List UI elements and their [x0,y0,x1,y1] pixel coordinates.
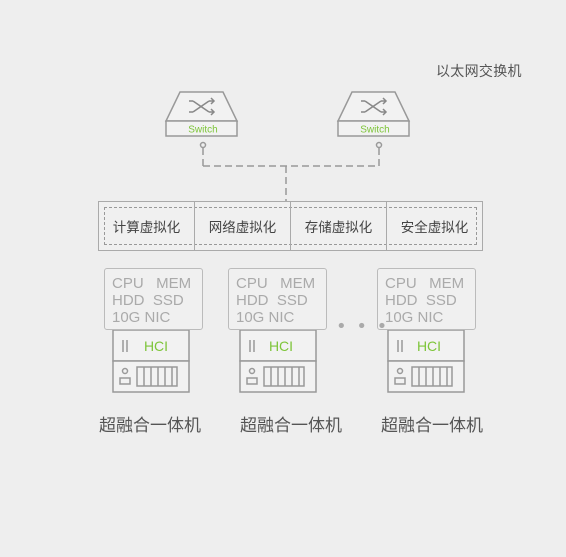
server-2-caption: 超融合一体机 [240,416,342,436]
virtualization-storage: 存储虚拟化 [291,202,387,250]
switch-1-label: Switch [188,125,217,136]
spec-line: 10G NIC [236,309,295,326]
server-chassis-group [112,329,465,393]
server-3-chassis [387,329,465,393]
switch-1: Switch [164,91,239,137]
switch-2-label: Switch [360,125,389,136]
spec-line: HDD SSD [236,292,308,309]
spec-line: CPU MEM [236,275,316,292]
virtualization-security: 安全虚拟化 [400,220,469,236]
server-1-spec: CPU MEM HDD SSD 10G NIC [104,268,203,330]
server-2-chassis [239,329,317,393]
spec-line: 10G NIC [385,309,444,326]
virtualization-compute: 计算虚拟化 [99,202,195,250]
server-2-spec: CPU MEM HDD SSD 10G NIC [228,268,327,330]
server-1-hci-label: HCI [144,338,168,354]
network-links [199,141,383,201]
ethernet-switch-label: 以太网交换机 [436,64,522,80]
spec-line: HDD SSD [112,292,184,309]
server-2-hci-label: HCI [269,338,293,354]
spec-line: CPU MEM [112,275,192,292]
spec-line: 10G NIC [112,309,171,326]
virtualization-layer: 计算虚拟化 网络虚拟化 存储虚拟化 安全虚拟化 [98,201,483,251]
spec-line: CPU MEM [385,275,465,292]
switch-arrows-icon [361,97,388,116]
virtualization-network: 网络虚拟化 [195,202,291,250]
switch-arrows-icon [189,97,216,116]
switch-2: Switch [336,91,411,137]
server-1-chassis [112,329,190,393]
server-1-caption: 超融合一体机 [99,416,201,436]
server-3-caption: 超融合一体机 [381,416,483,436]
server-3-spec: CPU MEM HDD SSD 10G NIC [377,268,476,330]
server-3-hci-label: HCI [417,338,441,354]
spec-line: HDD SSD [385,292,457,309]
more-nodes-ellipsis: • • • [336,316,390,337]
